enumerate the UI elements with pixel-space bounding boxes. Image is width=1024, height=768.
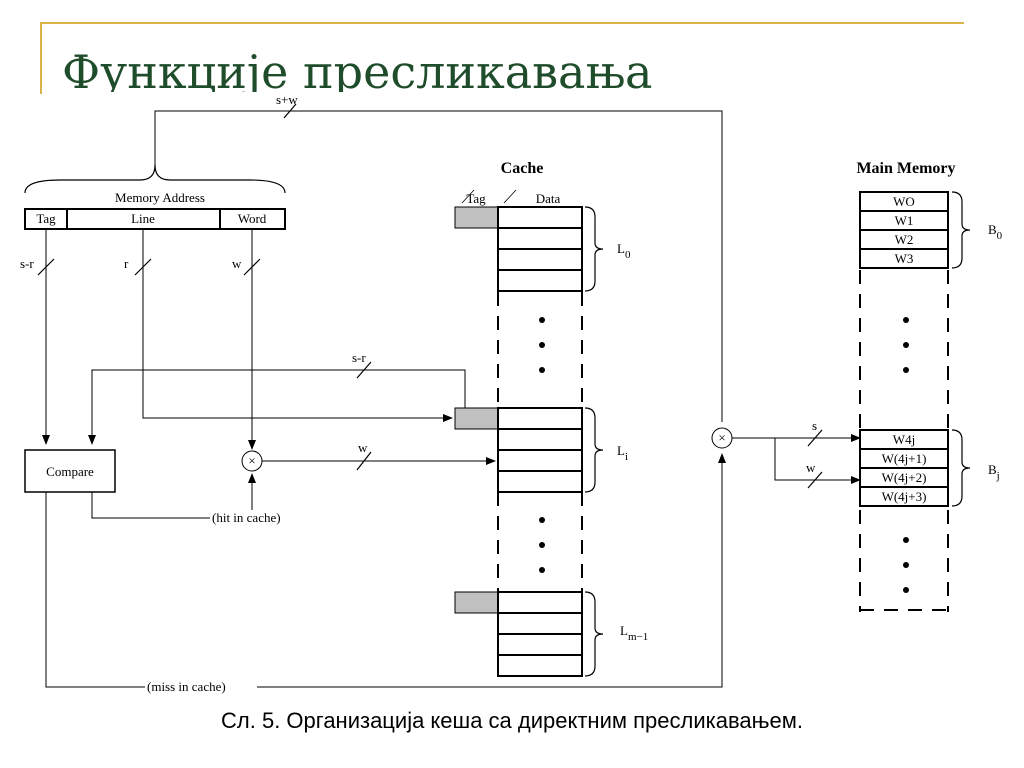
cache-data-cell bbox=[497, 633, 583, 656]
width-label-sw: s+w bbox=[276, 92, 298, 107]
address-register: Memory Address Tag Line Word bbox=[24, 164, 286, 230]
cache-data-cell bbox=[497, 428, 583, 451]
memory-word-label: W3 bbox=[895, 251, 914, 266]
memory-word-label: W4j bbox=[893, 432, 915, 447]
cache-data-cell bbox=[497, 449, 583, 472]
field-word: Word bbox=[238, 211, 267, 226]
field-line: Line bbox=[131, 211, 155, 226]
cache-line-group-0 bbox=[454, 206, 604, 292]
address-bus-top: s+w bbox=[154, 92, 723, 422]
cache-data-cell bbox=[497, 248, 583, 271]
width-label-w-mem: w bbox=[806, 460, 816, 475]
cache-line-label-i: Li bbox=[617, 443, 628, 463]
memory-address-label: Memory Address bbox=[115, 190, 205, 205]
slide-title: Функције пресликавања bbox=[62, 45, 653, 92]
hit-label: (hit in cache) bbox=[212, 510, 281, 525]
cache-data-cell bbox=[497, 470, 583, 493]
tag-bus: s-r bbox=[20, 229, 55, 445]
hit-path: (hit in cache) bbox=[91, 473, 281, 525]
cache-line-group-i bbox=[454, 407, 604, 493]
miss-label: (miss in cache) bbox=[147, 679, 226, 694]
memory-word-label: W(4j+3) bbox=[882, 489, 927, 504]
memory-multiplexer: × s w bbox=[711, 418, 861, 489]
field-tag: Tag bbox=[36, 211, 56, 226]
cache-tag-cell bbox=[454, 407, 499, 430]
cache-line-brace bbox=[584, 591, 604, 677]
address-brace bbox=[24, 164, 286, 194]
cache-line-label-0: L0 bbox=[617, 241, 631, 261]
cache-tag-bus: s-r bbox=[88, 350, 466, 445]
line-bus: r bbox=[124, 229, 453, 422]
width-label-s: s bbox=[812, 418, 817, 433]
width-label-sr-cache: s-r bbox=[352, 350, 366, 365]
memory-word-label: W(4j+1) bbox=[882, 451, 927, 466]
memory-word-label: WO bbox=[893, 194, 915, 209]
svg-text:×: × bbox=[718, 430, 725, 445]
main-memory-title: Main Memory bbox=[856, 160, 955, 177]
cache-diagram: Memory Address Tag Line Word s+w s-r r w… bbox=[20, 92, 1003, 694]
cache-title: Cache bbox=[501, 160, 544, 177]
memory-word-cell bbox=[859, 486, 949, 507]
width-label-w-mux: w bbox=[358, 440, 368, 455]
cache-data-cell bbox=[497, 206, 583, 229]
memory-word-label: W2 bbox=[895, 232, 914, 247]
cache-line-brace bbox=[584, 206, 604, 292]
figure-caption: Сл. 5. Организација кеша са директним пр… bbox=[221, 708, 803, 733]
cache-data-cell bbox=[497, 654, 583, 677]
memory-word-label: W(4j+2) bbox=[882, 470, 927, 485]
cache-data-cell bbox=[497, 591, 583, 614]
memory-word-cell bbox=[859, 248, 949, 269]
memory-block-brace bbox=[951, 191, 971, 269]
width-label-r: r bbox=[124, 256, 129, 271]
cache-tag-cell bbox=[454, 206, 499, 229]
accent-line-left bbox=[40, 22, 42, 94]
cache-data-cell bbox=[497, 269, 583, 292]
block-label-j: Bj bbox=[988, 462, 1000, 482]
block-label-0: B0 bbox=[988, 222, 1003, 242]
word-multiplexer: × w bbox=[241, 440, 496, 472]
cache-line-label-m1: Lm−1 bbox=[620, 623, 648, 643]
compare-label: Compare bbox=[46, 464, 94, 479]
cache: Cache Tag Data L0 Li Lm−1 bbox=[454, 160, 648, 677]
memory-block-brace bbox=[951, 429, 971, 507]
accent-line-top bbox=[40, 22, 964, 24]
cache-col-data: Data bbox=[536, 191, 561, 206]
width-label-sr: s-r bbox=[20, 256, 34, 271]
memory-word-label: W1 bbox=[895, 213, 914, 228]
cache-tag-cell bbox=[454, 591, 499, 614]
miss-path: (miss in cache) bbox=[45, 453, 726, 694]
cache-line-group-m1 bbox=[454, 591, 604, 677]
mux-symbol: × bbox=[248, 453, 255, 468]
width-label-w: w bbox=[232, 256, 242, 271]
cache-data-cell bbox=[497, 407, 583, 430]
word-bus: w bbox=[232, 229, 261, 450]
cache-data-cell bbox=[497, 227, 583, 250]
cache-col-tag: Tag bbox=[466, 191, 486, 206]
cache-data-cell bbox=[497, 612, 583, 635]
compare-unit: Compare bbox=[24, 449, 116, 493]
cache-line-brace bbox=[584, 407, 604, 493]
